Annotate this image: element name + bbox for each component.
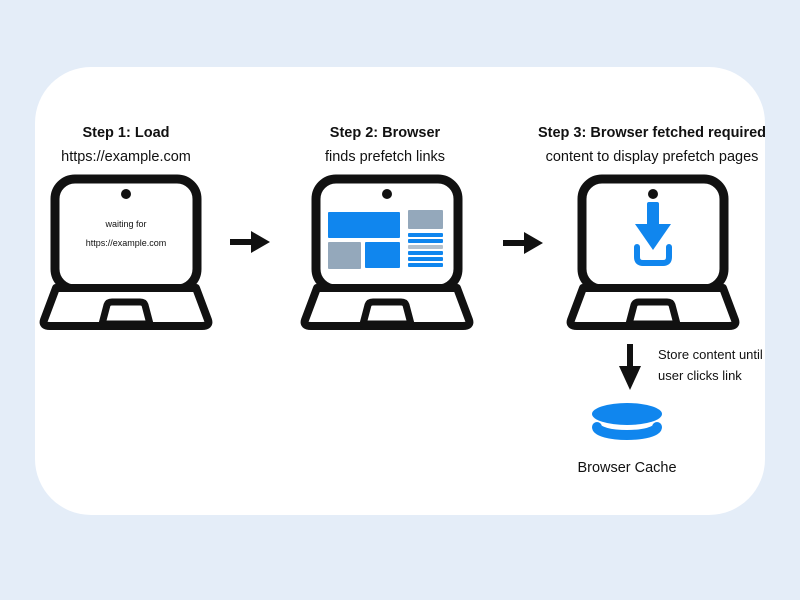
- cache-note-line2: user clicks link: [658, 368, 742, 383]
- cache-label: Browser Cache: [577, 460, 677, 476]
- arrow-right-icon: [230, 231, 270, 253]
- step-1-title: Step 1: Load https://example.com: [6, 121, 246, 169]
- webcam-icon: [382, 189, 392, 199]
- wireframe-thumb-blue: [365, 242, 400, 268]
- wireframe-text-lines: [408, 233, 443, 267]
- screen-text-line2: https://example.com: [85, 238, 167, 248]
- cache-note-line1: Store content until: [658, 347, 763, 362]
- wireframe-sidebar-image: [408, 210, 443, 229]
- step-2-title: Step 2: Browser finds prefetch links: [265, 121, 505, 169]
- wireframe-text-line: [408, 262, 443, 267]
- step-3-title-line1: Step 3: Browser fetched required: [537, 125, 767, 141]
- step-3-title-line2: content to display prefetch pages: [545, 149, 759, 165]
- wireframe-text-line: [408, 244, 443, 249]
- arrow-down-icon: [619, 344, 641, 390]
- step-2-title-line1: Step 2: Browser: [329, 125, 441, 141]
- webcam-icon: [121, 189, 131, 199]
- laptop-icon: [39, 174, 213, 330]
- wireframe-thumb-gray: [328, 242, 361, 269]
- wireframe-text-line: [408, 250, 443, 255]
- arrow-right-icon: [503, 232, 543, 254]
- wireframe-text-line: [408, 233, 443, 237]
- step-1-title-line1: Step 1: Load: [82, 125, 170, 141]
- step-2-title-line2: finds prefetch links: [324, 149, 446, 165]
- wireframe-hero-block: [328, 212, 400, 238]
- laptop-1-screen-text: waiting for https://example.com: [60, 215, 192, 253]
- step-3-laptop-icon: [565, 174, 741, 332]
- step-1-title-line2: https://example.com: [61, 149, 191, 165]
- step-3-title: Step 3: Browser fetched required content…: [522, 121, 782, 169]
- wireframe-text-line: [408, 256, 443, 261]
- step-2-laptop-icon: [299, 174, 475, 332]
- step-1-laptop-icon: waiting for https://example.com: [38, 174, 214, 332]
- database-icon: [592, 403, 662, 440]
- screen-text-line1: waiting for: [105, 219, 147, 229]
- cache-note: Store content until user clicks link: [658, 344, 763, 386]
- webcam-icon: [648, 189, 658, 199]
- download-icon: [634, 202, 672, 266]
- wireframe-text-line: [408, 238, 443, 243]
